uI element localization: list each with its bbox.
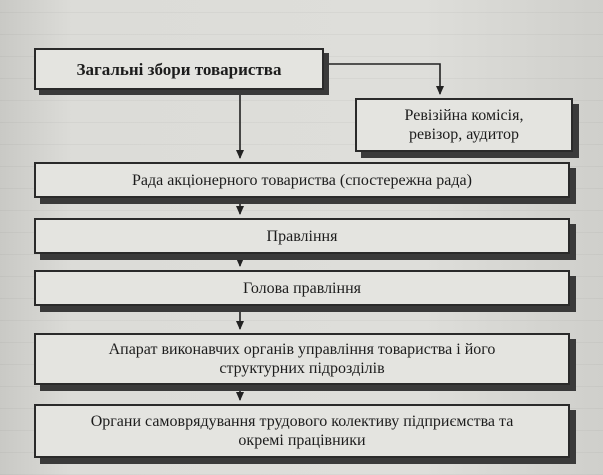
node-self-government: Органи самоврядування трудового колектив… (34, 404, 570, 458)
edge-general-to-audit (324, 63, 444, 95)
node-audit-commission-line-2: ревізор, аудитор (408, 126, 520, 143)
node-self-government-line-2: окремі працівники (238, 432, 366, 449)
node-board-chairman: Голова правління (34, 270, 570, 306)
node-general-meeting-label: Загальні збори товариства (76, 59, 282, 79)
node-self-government-text: Органи самоврядування трудового колектив… (91, 412, 514, 450)
node-self-government-line-1: Органи самоврядування трудового колектив… (90, 413, 514, 430)
node-supervisory-board: Рада акціонерного товариства (спостережн… (34, 162, 570, 198)
node-board-chairman-label: Голова правління (243, 279, 361, 297)
node-executive-apparatus-text: Апарат виконавчих органів управління тов… (109, 340, 496, 378)
node-management-board: Правління (34, 218, 570, 254)
node-executive-apparatus: Апарат виконавчих органів управління тов… (34, 333, 570, 385)
node-supervisory-board-label: Рада акціонерного товариства (спостережн… (132, 171, 472, 189)
node-general-meeting: Загальні збори товариства (34, 48, 324, 90)
node-executive-apparatus-line-1: Апарат виконавчих органів управління тов… (108, 341, 496, 358)
node-audit-commission-text: Ревізійна комісія, ревізор, аудитор (405, 106, 524, 144)
node-audit-commission: Ревізійна комісія, ревізор, аудитор (355, 98, 573, 152)
node-management-board-label: Правління (266, 227, 338, 245)
node-audit-commission-line-1: Ревізійна комісія, (404, 107, 524, 124)
node-executive-apparatus-line-2: структурних підрозділів (219, 360, 385, 377)
